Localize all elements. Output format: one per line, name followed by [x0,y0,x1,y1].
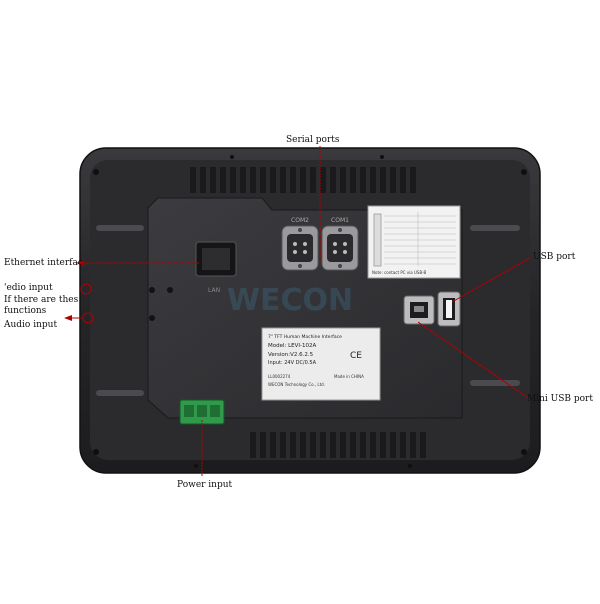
video-input-label: 'edio input [4,283,53,293]
video-callout-marker [80,283,92,295]
audio-input-label: Audio input [4,320,58,330]
info-line-5a: LL0002274 [268,374,291,379]
callout-lines [66,146,531,476]
power-input-label: Power input [177,480,233,490]
info-line-1: 7" TFT Human Machine Interface [268,334,342,340]
mini-usb-callout-line [417,321,529,399]
audio-callout-marker [82,312,94,324]
ethernet-port [195,241,237,277]
info-line-6: WECON Technology Co., Ltd. [268,382,325,387]
info-line-2: Model: LEVI-102A [268,343,317,349]
audio-video-jacks [149,287,173,321]
info-line-5b: Made in CHINA [334,374,364,379]
top-vent-grille [190,167,416,193]
mini-usb-port [403,295,435,325]
dip-note: Note: contact PC via USB-B [372,270,427,275]
serial-port-com1 [321,225,359,271]
mini-usb-port-label: Mini USB port [527,394,593,404]
ethernet-interface-label: Ethernet interfac [4,258,83,268]
com1-label: COM1 [331,217,349,224]
serial-ports-label: Serial ports [286,135,340,145]
screw-holes [93,155,527,468]
info-line-3: Version:V2.6.2.5 [268,352,314,358]
side-ribs [96,225,520,396]
com2-label: COM2 [291,217,309,224]
functions-label: functions [4,306,47,316]
if-there-are-label: If there are thes [4,295,79,305]
info-line-4: Input: 24V DC/0.5A [268,360,317,366]
dip-switch-label: Note: contact PC via USB-B [367,205,461,279]
usb-port [437,291,461,327]
product-info-label: 7" TFT Human Machine Interface Model: LE… [261,327,381,401]
power-terminal [179,399,225,425]
usb-callout-line [451,257,531,303]
serial-port-com2 [281,225,319,271]
ce-mark: CE [350,351,362,361]
watermark-logo: WECON [227,283,353,318]
callout-arrowheads [64,260,84,321]
lan-label: LAN [208,287,220,294]
usb-port-label: USB port [533,252,576,262]
bottom-vent-grille [250,432,426,458]
